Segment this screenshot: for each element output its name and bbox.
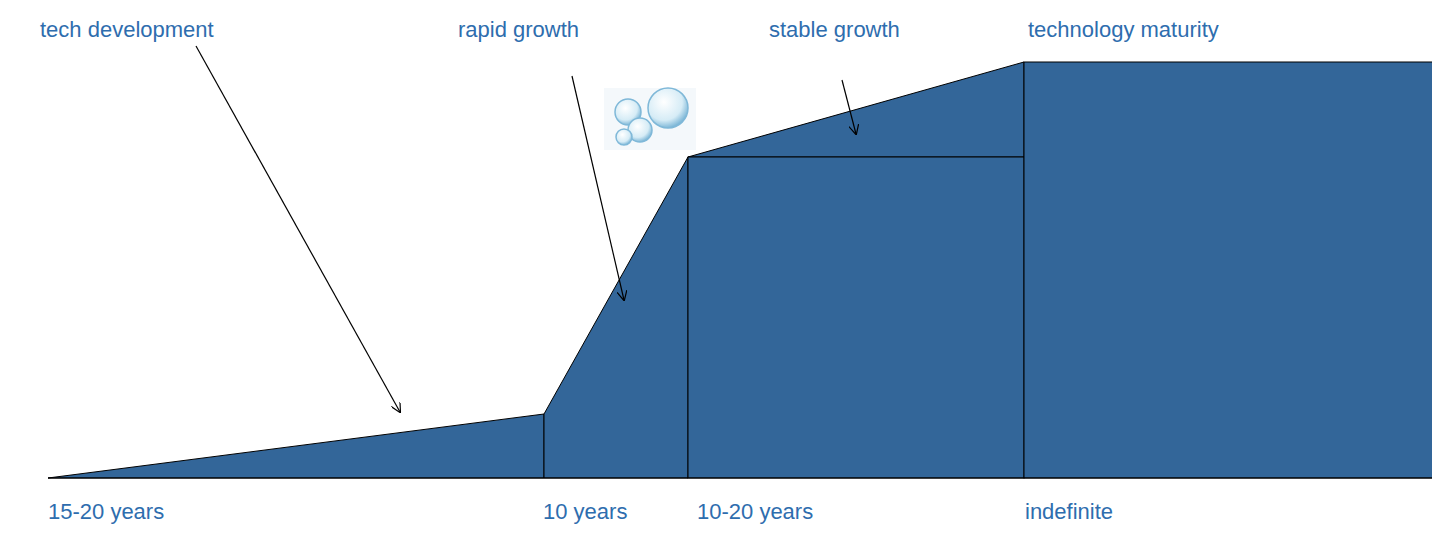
baseline — [48, 478, 1432, 479]
leader-line — [196, 46, 400, 412]
leader-line — [572, 76, 624, 300]
stable-growth-top — [688, 62, 1024, 157]
leader-line — [842, 80, 856, 134]
phase-label: tech development — [40, 17, 214, 43]
phase-label: rapid growth — [458, 17, 579, 43]
duration-label: 10 years — [543, 499, 627, 525]
duration-label: 15-20 years — [48, 499, 164, 525]
rapid-growth-area — [544, 157, 688, 478]
development-area — [48, 414, 544, 478]
maturity-area — [1024, 62, 1432, 478]
duration-label: indefinite — [1025, 499, 1113, 525]
phase-label: technology maturity — [1028, 17, 1219, 43]
stable-growth-area — [688, 157, 1024, 478]
phase-label: stable growth — [769, 17, 900, 43]
duration-label: 10-20 years — [697, 499, 813, 525]
bubble-icon — [604, 88, 696, 150]
